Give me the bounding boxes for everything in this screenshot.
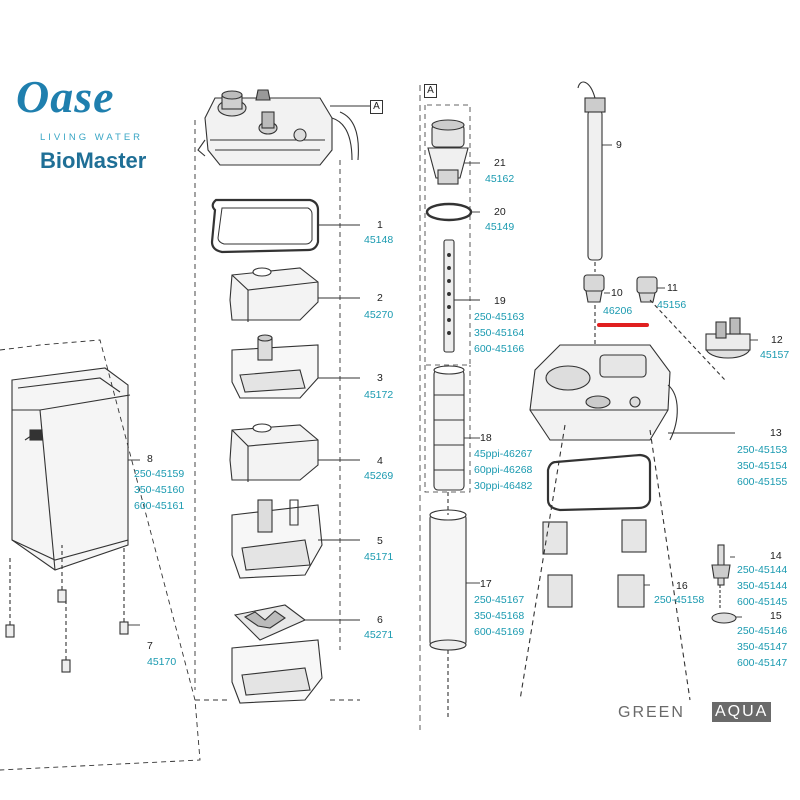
- part-code-7: 45170: [147, 656, 177, 668]
- part-code-8-b: 350-45160: [134, 484, 185, 496]
- connector-11-drawing: [636, 276, 658, 303]
- part-code-18-b: 60ppi-46268: [474, 464, 533, 476]
- part-code-16: 250-45158: [654, 594, 705, 606]
- part-code-15-c: 600-45147: [737, 657, 788, 669]
- part-code-10: 46206: [603, 305, 633, 317]
- lid-gasket-drawing: [546, 453, 652, 512]
- part-number-13: 13: [770, 427, 782, 439]
- watermark-aqua: AQUA: [712, 702, 772, 722]
- part-code-8-c: 600-45161: [134, 500, 185, 512]
- part-code-13-b: 350-45154: [737, 460, 788, 472]
- part-code-2: 45270: [364, 309, 394, 321]
- watermark-green: GREEN: [618, 704, 685, 721]
- part-code-14-c: 600-45145: [737, 596, 788, 608]
- section-tag-a-left: A: [370, 100, 383, 114]
- part-code-19-b: 350-45164: [474, 327, 525, 339]
- part-code-13-a: 250-45153: [737, 444, 788, 456]
- part-number-17: 17: [480, 578, 492, 590]
- o-ring-20-drawing: [425, 202, 473, 222]
- part-number-16: 16: [676, 580, 688, 592]
- part-number-3: 3: [377, 372, 383, 384]
- part-number-19: 19: [494, 295, 506, 307]
- part-code-5: 45171: [364, 551, 394, 563]
- part-number-18: 18: [480, 432, 492, 444]
- valve-head-12-drawing: [705, 317, 751, 359]
- connector-10-drawing: [583, 274, 605, 303]
- highlight-underline: [597, 323, 649, 327]
- part-number-11: 11: [667, 282, 678, 294]
- part-code-6: 45271: [364, 629, 394, 641]
- part-code-17-c: 600-45169: [474, 626, 525, 638]
- part-code-14-a: 250-45144: [737, 564, 788, 576]
- foam-4-drawing: [229, 424, 319, 481]
- section-tag-a-middle: A: [424, 84, 437, 98]
- foam-2-drawing: [229, 267, 319, 321]
- feet-7-drawing: [5, 589, 129, 673]
- part-number-15: 15: [770, 610, 782, 622]
- filter-head-top-drawing: [197, 89, 359, 166]
- part-number-10: 10: [611, 287, 623, 299]
- brand-logo: Oase: [16, 71, 115, 122]
- part-number-7: 7: [147, 640, 153, 652]
- gasket-1-drawing: [210, 198, 320, 254]
- tube-19-drawing: [443, 239, 455, 353]
- part-code-11: 45156: [657, 299, 687, 311]
- canister-8-drawing: [11, 367, 131, 571]
- valve-21-drawing: [427, 119, 469, 185]
- brand-tagline: LIVING WATER: [40, 132, 144, 143]
- part-number-14: 14: [770, 550, 782, 562]
- part-code-3: 45172: [364, 389, 394, 401]
- part-number-1: 1: [377, 219, 383, 231]
- part-code-19-c: 600-45166: [474, 343, 525, 355]
- foam-cylinder-18-drawing: [433, 365, 465, 491]
- part-code-15-a: 250-45146: [737, 625, 788, 637]
- part-number-20: 20: [494, 206, 506, 218]
- part-code-20: 45149: [485, 221, 515, 233]
- part-code-17-b: 350-45168: [474, 610, 525, 622]
- part-number-2: 2: [377, 292, 383, 304]
- part-code-21: 45162: [485, 173, 515, 185]
- part-code-12: 45157: [760, 349, 790, 361]
- part-number-9: 9: [616, 139, 622, 151]
- part-code-19-a: 250-45163: [474, 311, 525, 323]
- part-code-13-c: 600-45155: [737, 476, 788, 488]
- clips-drawing: [542, 519, 647, 608]
- impeller-14-drawing: [711, 544, 731, 586]
- lid-13-drawing: [529, 344, 678, 441]
- part-number-12: 12: [771, 334, 783, 346]
- part-code-14-b: 350-45144: [737, 580, 788, 592]
- part-code-1: 45148: [364, 234, 394, 246]
- part-number-5: 5: [377, 535, 383, 547]
- part-code-18-c: 30ppi-46482: [474, 480, 533, 492]
- part-number-4: 4: [377, 455, 383, 467]
- part-number-8: 8: [147, 453, 153, 465]
- cap-15-drawing: [711, 612, 737, 624]
- part-number-6: 6: [377, 614, 383, 626]
- part-code-8-a: 250-45159: [134, 468, 185, 480]
- part-code-4: 45269: [364, 470, 394, 482]
- part-code-17-a: 250-45167: [474, 594, 525, 606]
- tube-17-drawing: [429, 509, 467, 651]
- part-code-15-b: 350-45147: [737, 641, 788, 653]
- part-code-18-a: 45ppi-46267: [474, 448, 533, 460]
- intake-tube-9-drawing: [577, 81, 606, 261]
- part-number-21: 21: [494, 157, 506, 169]
- product-name: BioMaster: [40, 148, 147, 173]
